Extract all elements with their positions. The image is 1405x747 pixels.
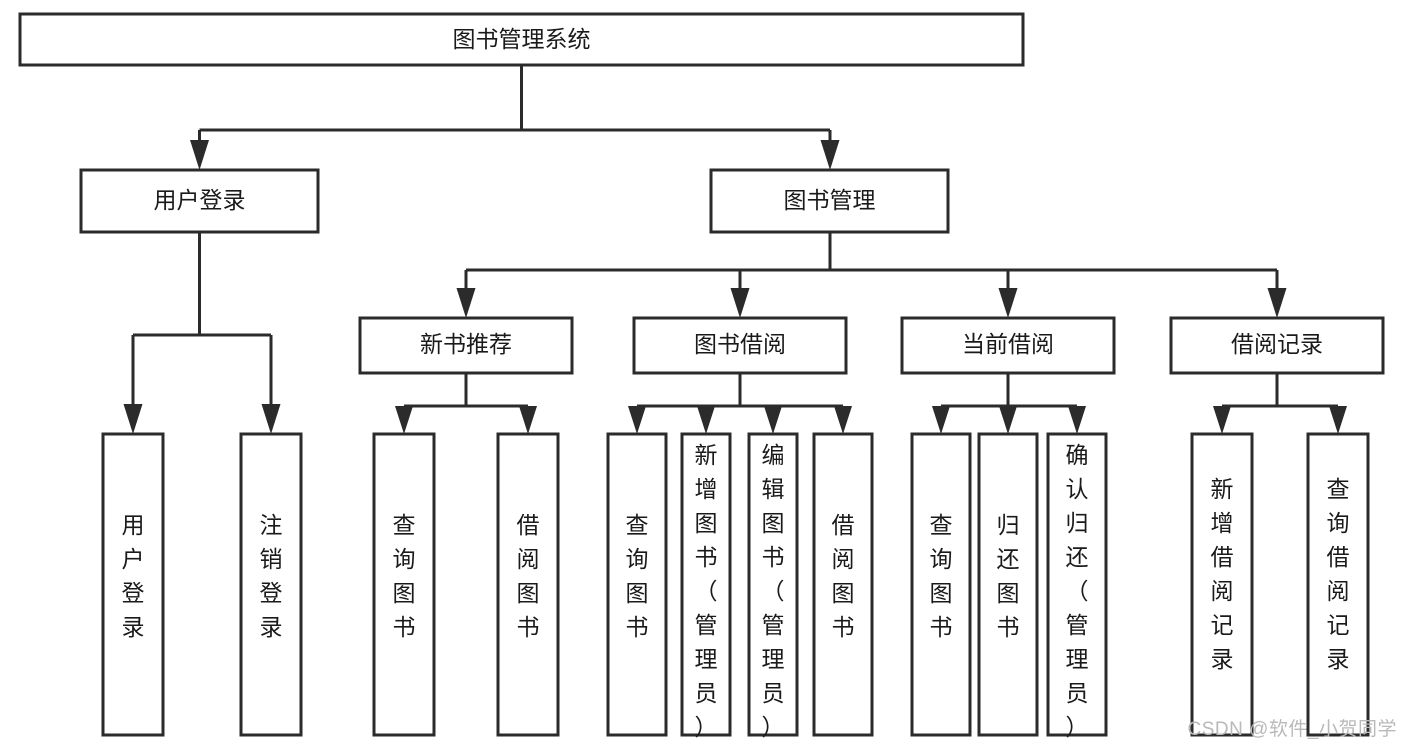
node-book-borrow-label: 图书借阅 <box>694 331 786 357</box>
node-book-manage[interactable]: 图书管理 <box>709 168 950 234</box>
arrow-book-manage <box>820 140 840 170</box>
node-leaf-return-book-box[interactable] <box>977 432 1039 737</box>
node-leaf-add-book-box[interactable] <box>680 432 732 737</box>
node-leaf-confirm-return-label: 确认归还（管理员） <box>1066 442 1089 740</box>
node-leaf-query-record-box[interactable] <box>1306 432 1370 737</box>
node-leaf-query-book-1[interactable]: 查询图书 <box>372 432 436 737</box>
node-leaf-user-login-box[interactable] <box>101 432 165 737</box>
node-user-login-box[interactable] <box>79 168 320 234</box>
node-leaf-borrow-book-1-label: 借阅图书 <box>517 512 540 640</box>
arrow-current-borrow <box>998 288 1018 318</box>
node-current-borrow-box[interactable] <box>900 316 1116 375</box>
node-leaf-borrow-book-1[interactable]: 借阅图书 <box>496 432 560 737</box>
node-leaf-query-book-1-box[interactable] <box>372 432 436 737</box>
arrow-book-borrow <box>730 288 750 318</box>
node-leaf-user-login-label: 用户登录 <box>122 512 145 640</box>
node-book-manage-box[interactable] <box>709 168 950 234</box>
node-root[interactable]: 图书管理系统 <box>18 12 1025 67</box>
node-root-box[interactable] <box>18 12 1025 67</box>
node-leaf-confirm-return[interactable]: 确认归还（管理员） <box>1046 432 1108 740</box>
node-leaf-confirm-return-box[interactable] <box>1046 432 1108 737</box>
node-leaf-query-book-1-label: 查询图书 <box>393 512 416 640</box>
node-user-login[interactable]: 用户登录 <box>79 168 320 234</box>
node-leaf-add-record[interactable]: 新增借阅记录 <box>1190 432 1254 737</box>
arrow-leaf-query-record <box>1329 406 1347 434</box>
node-book-manage-label: 图书管理 <box>784 187 876 213</box>
node-leaf-query-book-2[interactable]: 查询图书 <box>606 432 668 737</box>
node-leaf-query-record-label: 查询借阅记录 <box>1327 476 1350 672</box>
node-current-borrow[interactable]: 当前借阅 <box>900 316 1116 375</box>
node-user-login-label: 用户登录 <box>154 187 246 213</box>
arrow-leaf-confirm-return <box>1068 406 1086 434</box>
arrow-leaf-add-book <box>697 406 715 434</box>
arrow-leaf-add-record <box>1213 406 1231 434</box>
node-root-label: 图书管理系统 <box>453 26 591 52</box>
node-leaf-return-book[interactable]: 归还图书 <box>977 432 1039 737</box>
arrow-leaf-return-book <box>999 406 1017 434</box>
node-new-book-recommend[interactable]: 新书推荐 <box>358 316 574 375</box>
node-leaf-add-record-box[interactable] <box>1190 432 1254 737</box>
arrow-leaf-borrow-book-1 <box>519 406 537 434</box>
node-borrow-record-box[interactable] <box>1169 316 1385 375</box>
node-leaf-borrow-book-1-box[interactable] <box>496 432 560 737</box>
node-leaf-add-book[interactable]: 新增图书（管理员） <box>680 432 732 740</box>
node-leaf-add-record-label: 新增借阅记录 <box>1211 476 1234 672</box>
node-leaf-edit-book-label: 编辑图书（管理员） <box>762 442 785 740</box>
node-leaf-query-book-2-label: 查询图书 <box>626 512 649 640</box>
arrow-user-login <box>190 140 209 170</box>
arrow-leaf-borrow-book-2 <box>834 406 852 434</box>
arrow-leaf-query-book-2 <box>628 406 646 434</box>
node-leaf-edit-book-box[interactable] <box>747 432 799 737</box>
node-leaf-logout-box[interactable] <box>239 432 303 737</box>
arrow-leaf-logout <box>261 404 281 434</box>
node-new-book-recommend-label: 新书推荐 <box>420 331 512 357</box>
node-leaf-logout[interactable]: 注销登录 <box>239 432 303 737</box>
arrow-borrow-record <box>1267 288 1287 318</box>
arrow-leaf-query-book-3 <box>932 406 950 434</box>
node-leaf-return-book-label: 归还图书 <box>997 512 1020 640</box>
node-leaf-add-book-label: 新增图书（管理员） <box>695 442 718 740</box>
node-new-book-recommend-box[interactable] <box>358 316 574 375</box>
node-leaf-user-login[interactable]: 用户登录 <box>101 432 165 737</box>
node-leaf-query-record[interactable]: 查询借阅记录 <box>1306 432 1370 737</box>
node-borrow-record[interactable]: 借阅记录 <box>1169 316 1385 375</box>
node-book-borrow-box[interactable] <box>632 316 848 375</box>
node-borrow-record-label: 借阅记录 <box>1231 331 1323 357</box>
node-leaf-borrow-book-2-label: 借阅图书 <box>832 512 855 640</box>
node-leaf-query-book-3-box[interactable] <box>910 432 972 737</box>
node-leaf-edit-book[interactable]: 编辑图书（管理员） <box>747 432 799 740</box>
edges-layer <box>123 65 1347 434</box>
arrow-leaf-edit-book <box>764 406 782 434</box>
node-leaf-query-book-3[interactable]: 查询图书 <box>910 432 972 737</box>
node-leaf-query-book-3-label: 查询图书 <box>930 512 953 640</box>
node-book-borrow[interactable]: 图书借阅 <box>632 316 848 375</box>
node-leaf-query-book-2-box[interactable] <box>606 432 668 737</box>
arrow-new-book-recommend <box>456 288 476 318</box>
node-leaf-borrow-book-2-box[interactable] <box>812 432 874 737</box>
node-leaf-logout-label: 注销登录 <box>260 512 283 640</box>
node-leaf-borrow-book-2[interactable]: 借阅图书 <box>812 432 874 737</box>
node-current-borrow-label: 当前借阅 <box>962 331 1054 357</box>
arrow-leaf-user-login <box>123 404 143 434</box>
arrow-leaf-query-book-1 <box>395 406 413 434</box>
